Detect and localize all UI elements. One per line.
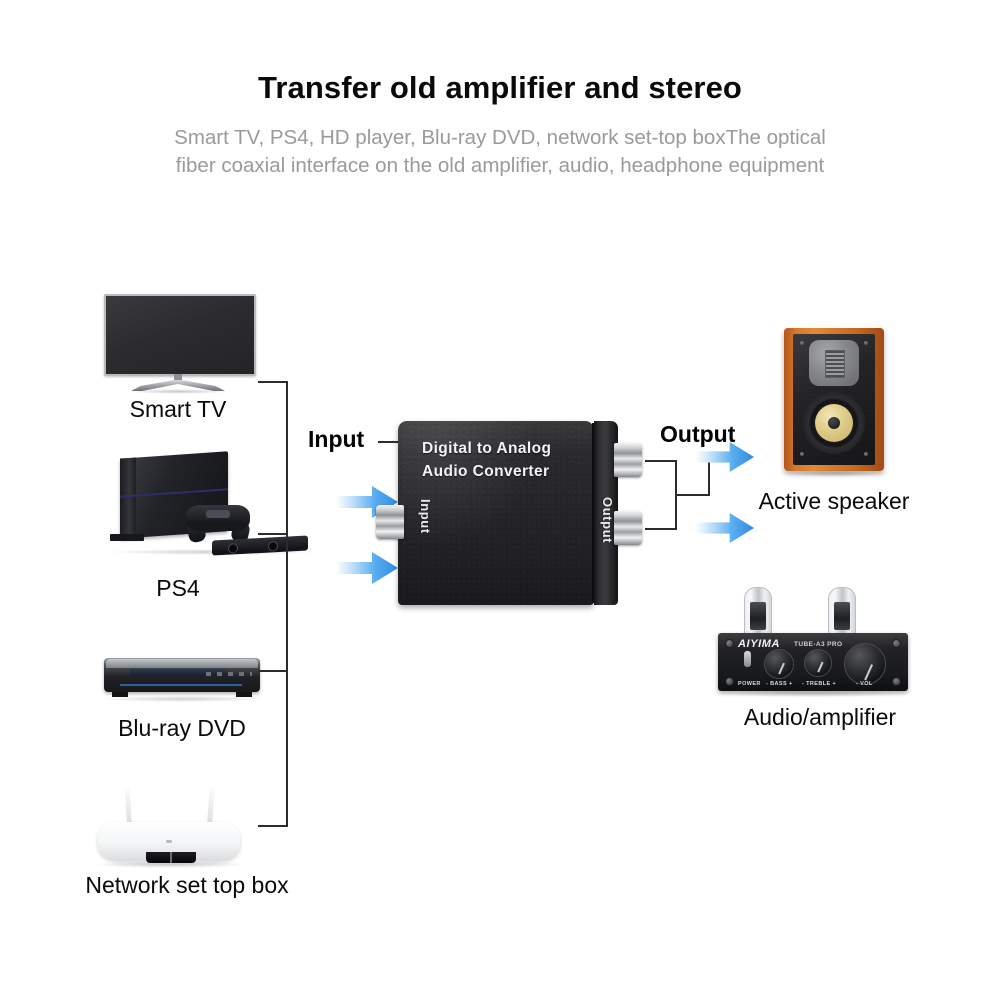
router-led-icon bbox=[166, 840, 172, 843]
input-branch-set-top-box bbox=[258, 825, 288, 827]
device-label-smart-tv: Smart TV bbox=[129, 396, 227, 422]
bluray-top-panel bbox=[106, 659, 258, 668]
output-arrow-amplifier-icon bbox=[696, 513, 754, 543]
bluray-foot-right bbox=[236, 692, 252, 697]
amplifier-treble-label: - TREBLE + bbox=[802, 681, 837, 687]
router-shadow bbox=[94, 861, 244, 868]
output-label: Output bbox=[660, 421, 736, 447]
bluray-buttons bbox=[206, 672, 252, 676]
amplifier-volume-knob[interactable] bbox=[844, 643, 886, 685]
rca-jack-input bbox=[376, 505, 404, 539]
device-label-bluray-dvd: Blu-ray DVD bbox=[118, 715, 246, 741]
amplifier-screw-bl bbox=[725, 677, 734, 686]
converter-title: Digital to Analog Audio Converter bbox=[422, 437, 582, 483]
speaker-dust-cap bbox=[828, 417, 840, 429]
amplifier-screw-br bbox=[892, 677, 901, 686]
input-branch-bluray bbox=[258, 670, 288, 672]
rca-jack-output-top bbox=[614, 443, 642, 477]
rca-jack-output-bottom bbox=[614, 511, 642, 545]
device-label-audio-amplifier: Audio/amplifier bbox=[743, 704, 897, 730]
output-merge-line bbox=[675, 494, 710, 496]
device-label-network-set-top-box: Network set top box bbox=[85, 872, 289, 898]
speaker-shadow bbox=[780, 470, 888, 477]
input-label: Input bbox=[308, 426, 365, 452]
ps4-stand-icon bbox=[110, 534, 144, 541]
converter-title-line2: Audio Converter bbox=[422, 463, 550, 480]
ps4-controller-icon bbox=[186, 505, 250, 531]
amplifier-power-label: POWER bbox=[738, 681, 761, 687]
amplifier-model-label: TUBE-A3 PRO bbox=[794, 641, 843, 648]
amplifier-screw-tr bbox=[892, 639, 901, 648]
digital-to-analog-converter: Digital to Analog Audio Converter Input … bbox=[376, 421, 642, 605]
output-branch-top bbox=[645, 460, 677, 462]
tv-neck-icon bbox=[174, 374, 182, 383]
page-title: Transfer old amplifier and stereo bbox=[258, 70, 742, 105]
converter-texture bbox=[398, 421, 594, 605]
bluray-foot-left bbox=[112, 692, 128, 697]
speaker-tweeter-ribbon bbox=[825, 350, 845, 378]
input-branch-ps4 bbox=[258, 533, 288, 535]
bluray-disc-slot bbox=[130, 669, 228, 676]
amplifier-volume-label: - VOL bbox=[856, 681, 873, 687]
amplifier-screw-tl bbox=[725, 639, 734, 648]
bluray-accent-strip bbox=[120, 684, 242, 686]
converter-output-port-label: Output bbox=[600, 497, 615, 544]
input-leader-horizontal bbox=[378, 441, 404, 443]
amplifier-power-switch[interactable] bbox=[744, 651, 751, 667]
speaker-icon bbox=[784, 328, 884, 471]
amplifier-treble-knob[interactable] bbox=[804, 649, 832, 677]
output-arrow-speaker-icon bbox=[696, 442, 754, 472]
tube-amplifier-icon: AIYIMA TUBE-A3 PRO POWER - BASS + - TREB… bbox=[718, 585, 908, 695]
page-subtitle: Smart TV, PS4, HD player, Blu-ray DVD, n… bbox=[174, 126, 826, 177]
ps4-shadow bbox=[108, 549, 316, 555]
speaker-screw-tl bbox=[800, 341, 804, 345]
speaker-screw-br bbox=[864, 452, 868, 456]
converter-body bbox=[398, 421, 594, 605]
converter-input-port-label: Input bbox=[418, 499, 433, 534]
device-label-active-speaker: Active speaker bbox=[758, 488, 910, 514]
speaker-screw-bl bbox=[800, 452, 804, 456]
speaker-screw-tr bbox=[864, 341, 868, 345]
router-vent-icon bbox=[146, 852, 196, 863]
input-bus-line bbox=[286, 381, 288, 826]
vacuum-tube-right-icon bbox=[828, 587, 856, 641]
vacuum-tube-left-icon bbox=[744, 587, 772, 641]
tv-screen-icon bbox=[104, 294, 256, 376]
ps4-console-edge bbox=[120, 457, 136, 541]
input-branch-smart-tv bbox=[258, 381, 288, 383]
bluray-shadow bbox=[100, 696, 264, 702]
input-arrow-bottom-icon bbox=[336, 552, 398, 584]
device-label-ps4: PS4 bbox=[156, 575, 200, 601]
converter-title-line1: Digital to Analog bbox=[422, 440, 552, 457]
tv-shadow bbox=[128, 389, 228, 394]
amplifier-shadow bbox=[714, 690, 912, 697]
amplifier-bass-label: - BASS + bbox=[766, 681, 793, 687]
output-branch-bottom bbox=[645, 528, 677, 530]
converter-seam bbox=[592, 423, 594, 603]
amplifier-bass-knob[interactable] bbox=[764, 649, 794, 679]
amplifier-brand-label: AIYIMA bbox=[738, 638, 781, 650]
output-riser-line bbox=[708, 452, 710, 496]
